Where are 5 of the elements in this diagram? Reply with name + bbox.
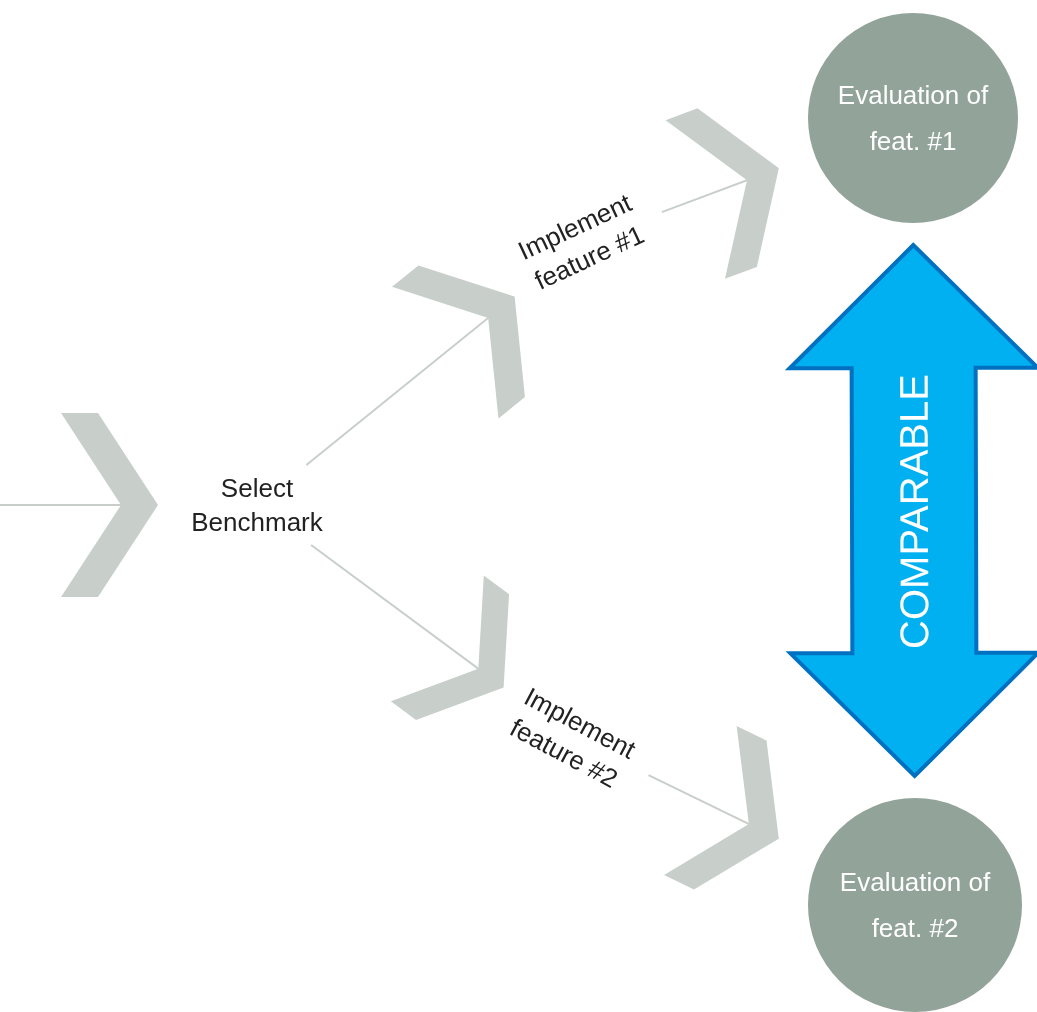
step-label: Select Benchmark [157, 465, 357, 545]
double-arrow [784, 242, 1037, 779]
node-text: Evaluation of feat. #2 [838, 866, 992, 945]
edge-label: COMPARABLE [891, 374, 937, 649]
node-text: Evaluation of feat. #1 [836, 79, 990, 158]
